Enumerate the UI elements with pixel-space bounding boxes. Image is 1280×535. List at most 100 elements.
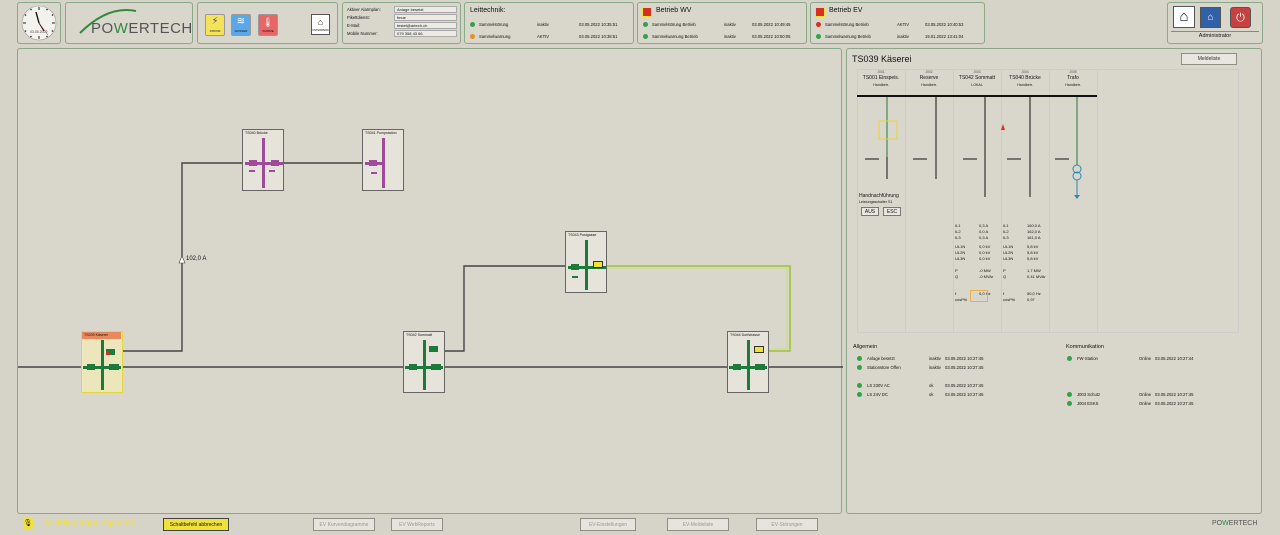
home-icon[interactable]: ⌂ <box>1173 6 1195 28</box>
field-mode: Handbetr. <box>1017 83 1033 87</box>
measure-label: P <box>955 268 958 273</box>
meldeliste-button[interactable]: Meldeliste <box>1181 53 1237 65</box>
logo-text: POWERTECH <box>91 20 193 37</box>
measure-value: 162,0 A <box>1027 229 1041 234</box>
powertech-swoosh-icon <box>79 9 137 34</box>
single-line-diagram <box>865 97 1082 199</box>
contact-value: Anlage besetzt <box>394 6 457 13</box>
current-label: 102,0 A <box>186 256 207 262</box>
hand-aus-button[interactable]: AUS <box>861 207 879 216</box>
measure-label: P <box>1003 268 1006 273</box>
measure-value: 5,8 kV <box>1027 244 1039 249</box>
waerme-icon[interactable]: 🌡 WÄRME <box>258 14 278 36</box>
measure-label: cosPhi <box>955 297 968 302</box>
measure-value: 0,0 kV <box>979 250 991 255</box>
measure-value: 161,0 A <box>1027 235 1041 240</box>
hand-title: Handnachführung <box>859 193 899 199</box>
status-state: inaktiv <box>897 34 909 39</box>
station-ts042[interactable]: TS042 Sommatt <box>403 331 445 393</box>
measure-label: f <box>1003 291 1005 296</box>
status-state: inaktiv <box>929 356 941 361</box>
field-code: J005 <box>1069 70 1077 74</box>
footer-button-4[interactable]: EV-Störungen <box>756 518 818 531</box>
field-mode: Handbetr. <box>921 83 937 87</box>
measure-value: 50,0 Hz <box>1027 291 1041 296</box>
clock-panel: 03.05.2022 <box>17 2 61 44</box>
network-icon[interactable]: ⌂ <box>1200 7 1221 28</box>
detail-title: TS039 Käserei <box>852 54 912 64</box>
contact-label: Pikettdienst: <box>347 15 370 20</box>
status-name: Sammelwarnung Betrieb <box>652 34 698 39</box>
measure-label: UL3N <box>1003 256 1014 261</box>
field-name: TS001 Einspeis. <box>862 75 900 81</box>
warning-icon <box>1001 124 1005 130</box>
strom-label: STROM <box>209 29 221 33</box>
measure-value: -0 MW <box>979 268 991 273</box>
alarm-icons-panel: ⚡ STROM ≋ WASSER 🌡 WÄRME ⌂ UNTERWERK <box>197 2 338 44</box>
logo-panel: POWERTECH <box>65 2 193 44</box>
wasser-icon[interactable]: ≋ WASSER <box>231 14 251 36</box>
status-name: Stationstüre Offen <box>867 365 901 370</box>
field-separator <box>1001 69 1002 333</box>
status-time: 19.01.2022 13:41:04 <box>925 34 964 39</box>
waerme-label: WÄRME <box>262 29 274 33</box>
hand-esc-button[interactable]: ESC <box>883 207 901 216</box>
footer-button-2[interactable]: EV-Einstellungen <box>580 518 636 531</box>
footer-button-3[interactable]: EV-Meldeliste <box>667 518 729 531</box>
footer-button-0[interactable]: EV Kurvendiagramme <box>313 518 375 531</box>
measure-label: cosPhi <box>1003 297 1016 302</box>
status-name: FW-Station <box>1077 356 1098 361</box>
field-code: J004 <box>1021 70 1029 74</box>
analog-clock <box>21 5 57 41</box>
measure-value: -0 MVAr <box>979 274 994 279</box>
status-name: Sammelstörung <box>479 22 509 27</box>
measure-value: 5,8 kV <box>1027 250 1039 255</box>
cancel-switch-button[interactable]: Schaltbefehl abbrechen <box>163 518 229 531</box>
power-icon[interactable]: ⏻ <box>1230 7 1251 28</box>
status-time: 03.05.2022 10:49:45 <box>752 22 791 27</box>
current-arrow-icon <box>178 255 186 264</box>
detail-busbar <box>857 95 1097 97</box>
station-ts041[interactable]: TS041 Pumpstation <box>362 129 404 191</box>
field-mode: LOKAL <box>971 83 983 87</box>
betrieb-wv-title: Betrieb WV <box>656 7 692 14</box>
status-dot <box>816 22 821 27</box>
station-ts040[interactable]: TS040 Brücke <box>242 129 284 191</box>
leittechnik-title: Leittechnik: <box>470 7 506 14</box>
footer-button-1[interactable]: EV WebReports <box>391 518 443 531</box>
footer-voice-icon: 🎙 <box>23 518 33 529</box>
status-time: 03.05.2022 10:27:45 <box>945 356 984 361</box>
status-state: Online <box>1139 356 1152 361</box>
measure-value: 5,8 kV <box>1027 256 1039 261</box>
user-name[interactable]: Administrator <box>1171 31 1259 41</box>
station-ts043[interactable]: TS043 Postgasse <box>565 231 607 293</box>
station-ts039-title: TS039 Käserei <box>82 332 121 339</box>
status-dot <box>857 365 862 370</box>
status-dot <box>857 356 862 361</box>
status-state: Online <box>1139 401 1152 406</box>
station-ts039[interactable]: TS039 Käserei <box>81 331 123 393</box>
status-name: Sammelstörung Betrieb <box>825 22 869 27</box>
field-code: J002 <box>925 70 933 74</box>
measure-label: IL3 <box>955 235 961 240</box>
station-ts044[interactable]: TS044 Dorfstrasse <box>727 331 769 393</box>
field-mode: Handbetr. <box>1065 83 1081 87</box>
measure-label: IL1 <box>955 223 961 228</box>
wasser-label: WASSER <box>234 29 248 33</box>
strom-icon[interactable]: ⚡ STROM <box>205 14 225 36</box>
field-separator <box>1097 69 1098 333</box>
status-time: 03.05.2022 10:27:45 <box>945 365 984 370</box>
field-name: TS042 Sommatt <box>958 75 996 81</box>
measure-value: 0,97 <box>1027 297 1035 302</box>
measure-label: Q <box>955 274 959 279</box>
status-name: Sammelstörung Betrieb <box>652 22 696 27</box>
kommunikation-title: Kommunikation <box>1066 344 1104 350</box>
substation-icon[interactable]: ⌂ UNTERWERK <box>311 14 330 35</box>
measure-label: IL2 <box>955 229 961 234</box>
measure-label: UL1N <box>1003 244 1014 249</box>
status-dot <box>1067 401 1072 406</box>
